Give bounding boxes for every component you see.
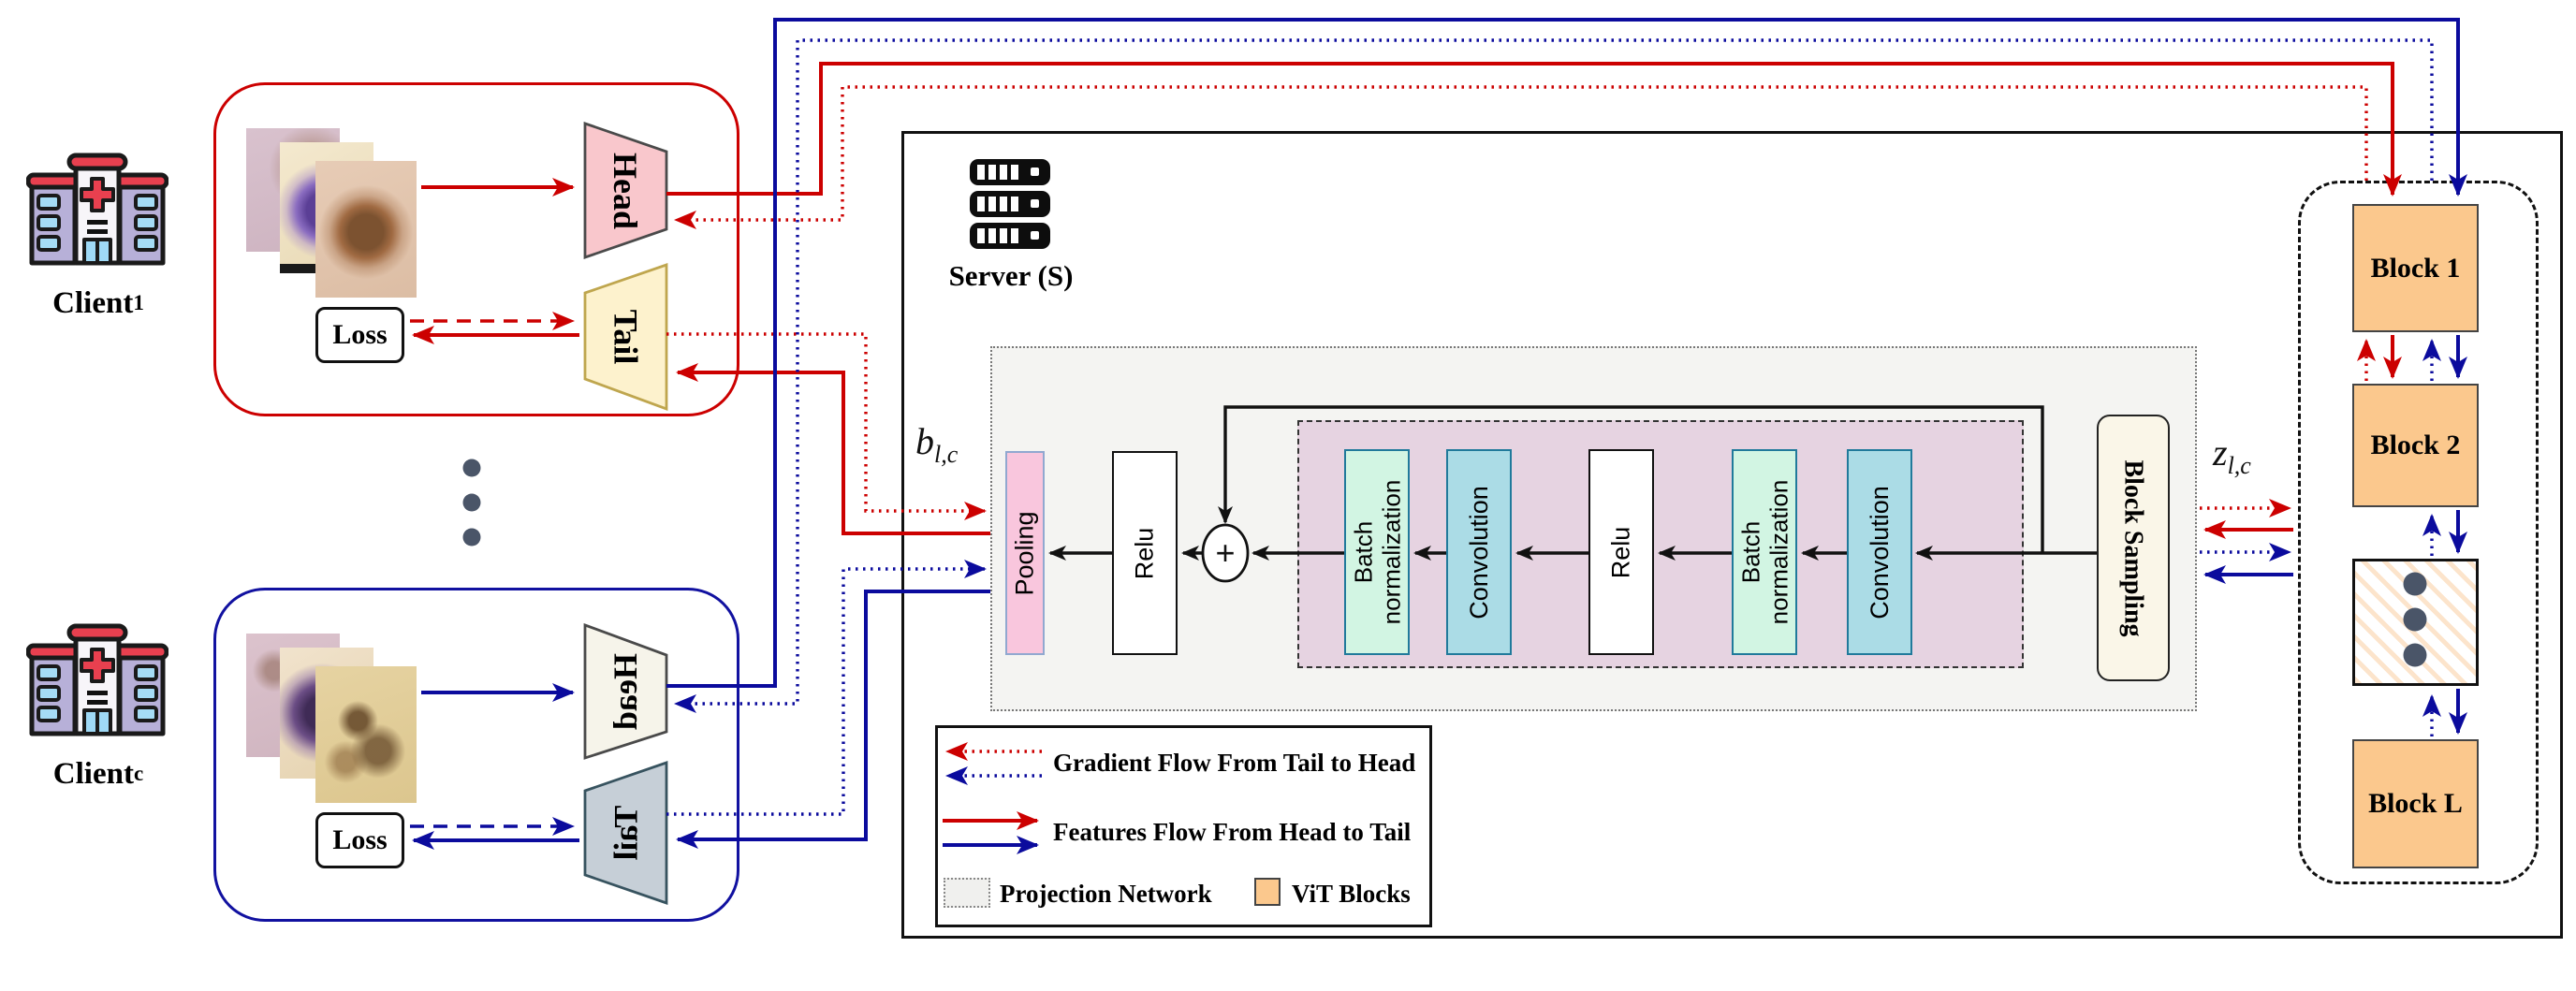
- hospital-icon: [26, 623, 168, 736]
- clientc-loss-label: Loss: [332, 824, 388, 855]
- legend-vit-swatch: [1254, 878, 1281, 906]
- convolution-2-label: Convolution: [1865, 485, 1894, 619]
- relu-inner-label: Relu: [1606, 526, 1635, 578]
- clientc-name-text: Client: [52, 756, 134, 791]
- clientc-head-label-wrap: Head: [585, 625, 666, 758]
- vit-block-1: Block 1: [2352, 204, 2479, 332]
- legend-vit-text: ViT Blocks: [1292, 880, 1411, 908]
- legend-features-label: Features Flow From Head to Tail: [1053, 818, 1427, 852]
- b-base: b: [915, 420, 934, 462]
- legend-projection-text: Projection Network: [1000, 880, 1212, 908]
- vit-hidden-blocks-box: [2352, 559, 2479, 686]
- legend-features-text: Features Flow From Head to Tail: [1053, 818, 1412, 846]
- vit-block-L-label: Block L: [2368, 788, 2463, 819]
- batchnorm-box-1: Batch normalization: [1344, 449, 1410, 655]
- batchnorm-1-label: Batch normalization: [1349, 479, 1405, 625]
- client1-name-text: Client: [52, 285, 134, 320]
- vit-block-2-label: Block 2: [2370, 430, 2461, 460]
- hospital-icon: [26, 153, 168, 266]
- z-sub: l,c: [2227, 452, 2251, 479]
- clientc-name-sub: c: [133, 762, 144, 785]
- relu-box-inner: Relu: [1588, 449, 1654, 655]
- clientc-loss-box: Loss: [315, 812, 404, 868]
- legend-gradient-label: Gradient Flow From Tail to Head: [1053, 749, 1427, 782]
- vertical-ellipsis-dots: [462, 459, 481, 547]
- batchnorm-box-2: Batch normalization: [1732, 449, 1797, 655]
- residual-sum-label-wrap: +: [1203, 530, 1248, 576]
- skin-image-1c: [315, 161, 417, 298]
- server-title-text: Server (S): [948, 259, 1074, 292]
- client1-tail-label-wrap: Tail: [585, 265, 666, 409]
- b-sub: l,c: [934, 441, 959, 468]
- block-sampling-box: Block Sampling: [2097, 415, 2170, 681]
- convolution-box-2: Convolution: [1847, 449, 1912, 655]
- server-rack-icon: [970, 159, 1050, 249]
- clientc-tail-label-wrap: Tail: [585, 763, 666, 903]
- client1-tail-label: Tail: [607, 309, 645, 365]
- server-title: Server (S): [922, 258, 1100, 294]
- client1-name-sub: 1: [133, 291, 144, 314]
- relu-box-outer: Relu: [1112, 451, 1178, 655]
- z-base: z: [2213, 431, 2228, 474]
- pooling-label: Pooling: [1010, 510, 1039, 596]
- vit-block-L: Block L: [2352, 739, 2479, 868]
- block-sampling-label: Block Sampling: [2119, 459, 2148, 637]
- skin-image-cc: [315, 666, 417, 803]
- clientc-tail-label: Tail: [607, 805, 645, 861]
- client1-loss-box: Loss: [315, 307, 404, 363]
- b-lc-label: bl,c: [915, 419, 990, 472]
- pooling-box: Pooling: [1005, 451, 1045, 655]
- legend-projection-label: Projection Network: [1000, 880, 1243, 911]
- batchnorm-2-label: Batch normalization: [1736, 479, 1793, 625]
- relu-outer-label: Relu: [1130, 527, 1159, 579]
- client1-loss-label: Loss: [332, 319, 388, 350]
- legend-vit-label: ViT Blocks: [1292, 880, 1432, 911]
- legend-gradient-text: Gradient Flow From Tail to Head: [1053, 749, 1416, 777]
- client1-head-label: Head: [607, 152, 645, 229]
- convolution-box-1: Convolution: [1446, 449, 1512, 655]
- vit-block-2: Block 2: [2352, 384, 2479, 507]
- convolution-1-label: Convolution: [1464, 485, 1493, 619]
- client1-head-label-wrap: Head: [585, 124, 666, 257]
- legend-projection-swatch: [944, 878, 990, 908]
- residual-sum-label: +: [1215, 533, 1236, 572]
- clientc-head-label: Head: [607, 652, 645, 731]
- z-lc-label: zl,c: [2213, 430, 2292, 483]
- vit-block-1-label: Block 1: [2370, 252, 2461, 284]
